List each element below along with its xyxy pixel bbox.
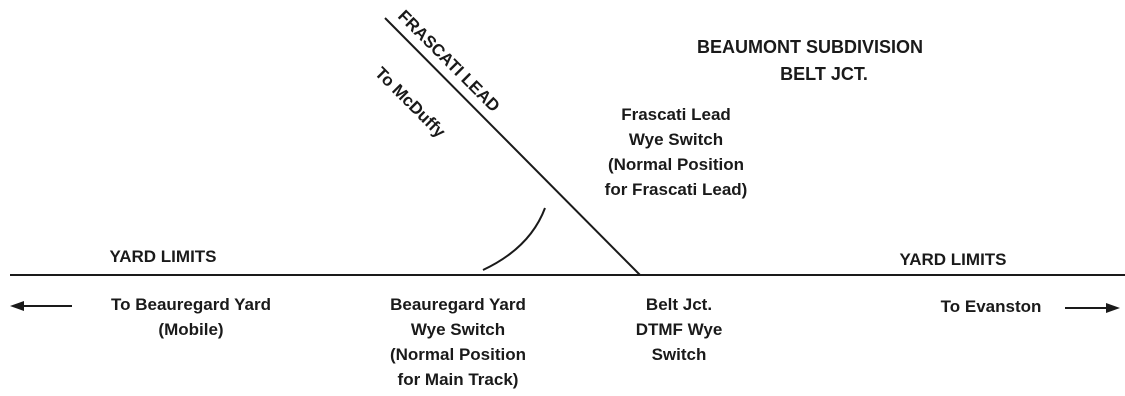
yard-limits-left: YARD LIMITS [109, 247, 216, 266]
beauregard-switch-line: Beauregard Yard [390, 295, 526, 314]
east-direction-label: To Evanston [941, 297, 1042, 316]
wye-curve-track [482, 207, 546, 271]
belt-jct-switch-line: Switch [652, 345, 707, 364]
beauregard-switch-line: (Normal Position [390, 345, 526, 364]
beauregard-wye-switch-label: Beauregard Yard Wye Switch (Normal Posit… [390, 295, 526, 389]
frascati-wye-switch-label: Frascati Lead Wye Switch (Normal Positio… [605, 105, 748, 199]
east-arrow-icon [1065, 303, 1120, 313]
belt-jct-switch-line: Belt Jct. [646, 295, 712, 314]
subdivision-title: BEAUMONT SUBDIVISION [697, 37, 923, 57]
junction-title: BELT JCT. [780, 64, 868, 84]
frascati-switch-line: (Normal Position [608, 155, 744, 174]
beauregard-switch-line: for Main Track) [398, 370, 519, 389]
to-mcduffy-label: To McDuffy [371, 63, 449, 141]
frascati-switch-line: Frascati Lead [621, 105, 731, 124]
belt-jct-switch-label: Belt Jct. DTMF Wye Switch [636, 295, 723, 364]
frascati-switch-line: for Frascati Lead) [605, 180, 748, 199]
west-direction-label: To Beauregard Yard (Mobile) [111, 295, 271, 339]
beauregard-switch-line: Wye Switch [411, 320, 505, 339]
belt-jct-switch-line: DTMF Wye [636, 320, 723, 339]
west-direction-line: (Mobile) [158, 320, 223, 339]
west-arrow-icon [10, 301, 72, 311]
yard-limits-right: YARD LIMITS [899, 250, 1006, 269]
frascati-switch-line: Wye Switch [629, 130, 723, 149]
west-direction-line: To Beauregard Yard [111, 295, 271, 314]
frascati-lead-track [384, 17, 641, 276]
